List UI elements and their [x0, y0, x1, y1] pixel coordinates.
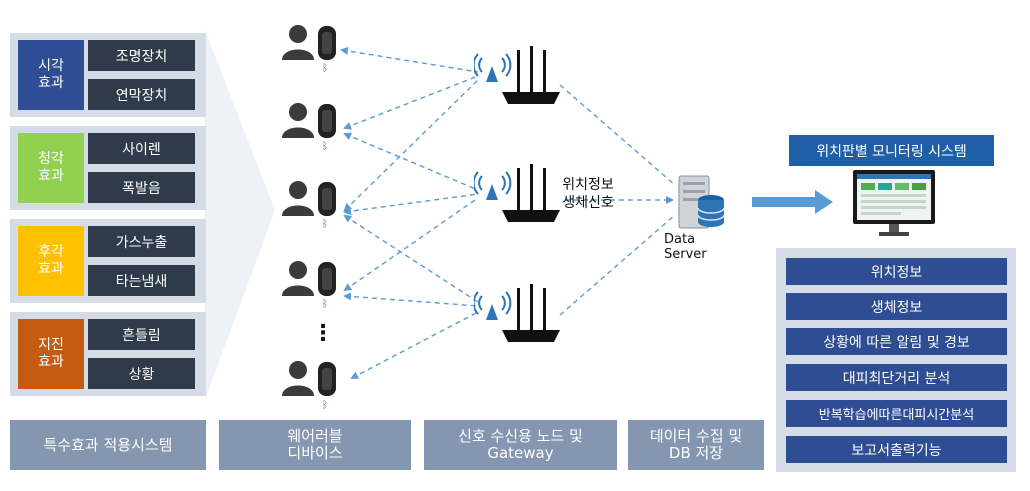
wearable-device-icon: ᛒ — [282, 361, 336, 410]
svg-text:ᛒ: ᛒ — [322, 400, 328, 410]
smoke-device-item: 연막장치 — [88, 79, 195, 110]
transition-arrow-shape — [205, 30, 275, 400]
explosion-sound-item: 폭발음 — [88, 172, 195, 203]
router-icon — [474, 46, 560, 104]
svg-text:ᛒ: ᛒ — [322, 141, 328, 150]
feature-alert-warning: 상황에 따른 알림 및 경보 — [786, 328, 1007, 355]
svg-text:ᛒ: ᛒ — [322, 219, 328, 228]
monitor-icon — [853, 170, 935, 236]
data-collection-label: 데이터 수집 및 DB 저장 — [628, 420, 764, 470]
svg-text:ᛒ: ᛒ — [322, 299, 328, 308]
feature-report-output: 보고서출력기능 — [786, 436, 1007, 463]
monitoring-system-title: 위치판별 모니터링 시스템 — [789, 135, 994, 166]
shaking-item: 흔들림 — [88, 319, 195, 350]
wearable-device-icon: ᛒ — [282, 103, 336, 150]
feature-location-info: 위치정보 — [786, 258, 1007, 285]
router-icon — [474, 284, 560, 342]
server-label: Data Server — [664, 232, 707, 262]
wearable-device-icon: ᛒ — [282, 25, 336, 72]
wearable-device-icon: ᛒ — [282, 181, 336, 228]
server-icon — [678, 175, 725, 229]
receiver-node-label: 신호 수신용 노드 및 Gateway — [424, 420, 617, 470]
feature-biometric-info: 생체정보 — [786, 293, 1007, 320]
more-devices-ellipsis: ⋮ — [312, 321, 334, 346]
effects-system-label: 특수효과 적용시스템 — [10, 420, 206, 470]
signal-label: 위치정보 생체신호 — [562, 177, 614, 211]
router-icon — [474, 164, 560, 222]
burning-smell-item: 타는냄새 — [88, 265, 195, 296]
wearable-device-label: 웨어러블 디바이스 — [219, 420, 411, 470]
siren-item: 사이렌 — [88, 133, 195, 164]
svg-text:ᛒ: ᛒ — [322, 63, 328, 72]
situation-item: 상황 — [88, 358, 195, 389]
visual-effect-label: 시각 효과 — [18, 40, 84, 110]
auditory-effect-label: 청각 효과 — [18, 133, 84, 203]
earthquake-effect-label: 지진 효과 — [18, 319, 84, 389]
feature-panel — [776, 248, 1016, 472]
lighting-device-item: 조명장치 — [88, 40, 195, 71]
feature-shortest-evacuation: 대피최단거리 분석 — [786, 364, 1007, 391]
olfactory-effect-label: 후각 효과 — [18, 226, 84, 296]
gas-leak-item: 가스누출 — [88, 226, 195, 257]
wearable-device-icon: ᛒ — [282, 261, 336, 308]
feature-evacuation-time-analysis: 반복학습에따른대피시간분석 — [786, 400, 1007, 427]
